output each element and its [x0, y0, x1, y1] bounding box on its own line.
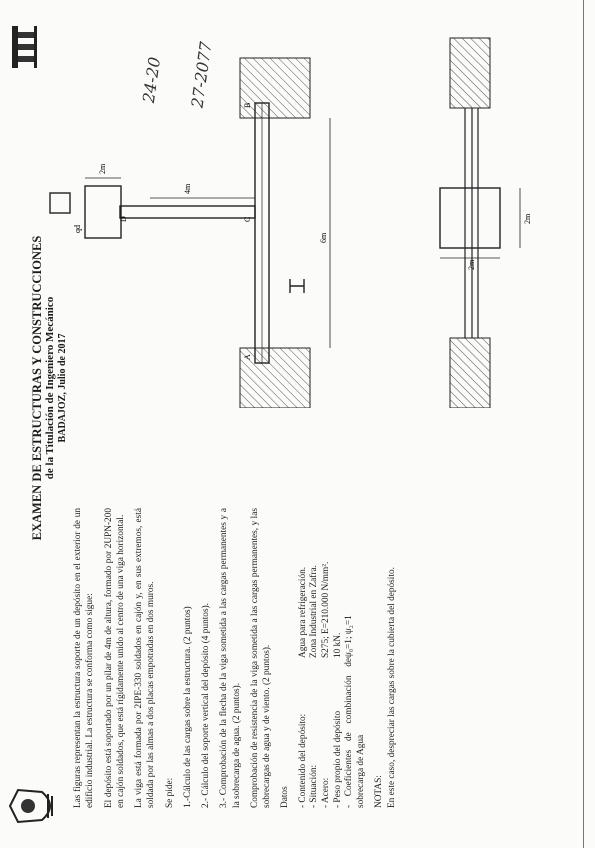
datos-label: - Acero: — [320, 777, 331, 808]
datos-value: ψ₀=1; ψ₂=1 — [344, 615, 355, 658]
datos-value: Zona Industrial en Zafra. — [309, 565, 320, 658]
qd-symbol-label: qd — [73, 225, 82, 233]
notes-block: NOTAS: En este caso, despreciar las carg… — [373, 508, 398, 808]
point-c-label: C — [243, 217, 252, 222]
dimension-4m-label: 4m — [183, 183, 192, 194]
beam-paragraph: La viga está formada por 2IPE-330 soldad… — [134, 508, 157, 808]
notes-heading: NOTAS: — [374, 775, 385, 808]
dimension-6m-label: 6m — [319, 232, 328, 243]
datos-label: - Situación: — [309, 764, 320, 808]
beam-section-symbol — [289, 279, 305, 293]
structure-drawings: 6m 4m 2m A B C D qd 2m 2m — [49, 37, 532, 408]
pillar-section-symbol — [49, 192, 71, 214]
datos-value: S275; E=210.000 N/mm². — [320, 561, 331, 658]
right-wall-plan — [449, 37, 491, 109]
plan-view: 2m 2m — [439, 37, 532, 408]
column-logo-icon — [12, 26, 37, 68]
point-d-label: D — [119, 216, 128, 222]
dimension-2m-plan-label-b: 2m — [523, 213, 532, 224]
elevation-view: 6m 4m 2m A B C D qd — [49, 57, 331, 408]
datos-label: - Peso propio del depósito — [332, 710, 343, 808]
water-tank — [84, 185, 122, 239]
datos-label: - Coeficientes de combinación de sobreca… — [344, 658, 366, 808]
exam-body: Las figuras representan la estructura so… — [72, 508, 398, 808]
dimension-2m-plan-label-a: 2m — [467, 259, 476, 270]
tank-plan — [439, 187, 501, 249]
task-item: 1.-Cálculo de las cargas sobre la estruc… — [182, 606, 193, 808]
university-crest-icon — [8, 788, 53, 824]
datos-label: - Contenido del depósito: — [297, 713, 308, 808]
datos-value: Agua para refrigeración. — [297, 566, 308, 658]
left-wall-plan — [449, 337, 491, 408]
pillar-paragraph: El depósito está soportado por un pilar … — [103, 508, 126, 808]
vertical-pillar — [119, 205, 256, 219]
datos-value: 10 kN. — [332, 632, 343, 658]
task-item: 3.- Comprobación de la flecha de la viga… — [219, 508, 242, 808]
datos-heading: Datos — [280, 786, 291, 808]
dimension-2m-label: 2m — [98, 163, 107, 174]
task-item: Comprobación de resistencia de la viga s… — [249, 508, 273, 808]
notes-text: En este caso, despreciar las cargas sobr… — [386, 567, 397, 808]
point-a-label: A — [243, 354, 252, 360]
task-item: 2.- Cálculo del soporte vertical del dep… — [201, 603, 212, 808]
intro-paragraph: Las figuras representan la estructura so… — [73, 508, 96, 808]
point-b-label: B — [243, 103, 252, 108]
se-pide-heading: Se pide: — [164, 777, 175, 808]
right-wall — [239, 57, 311, 119]
datos-table: - Contenido del depósito: Agua para refr… — [298, 508, 368, 808]
